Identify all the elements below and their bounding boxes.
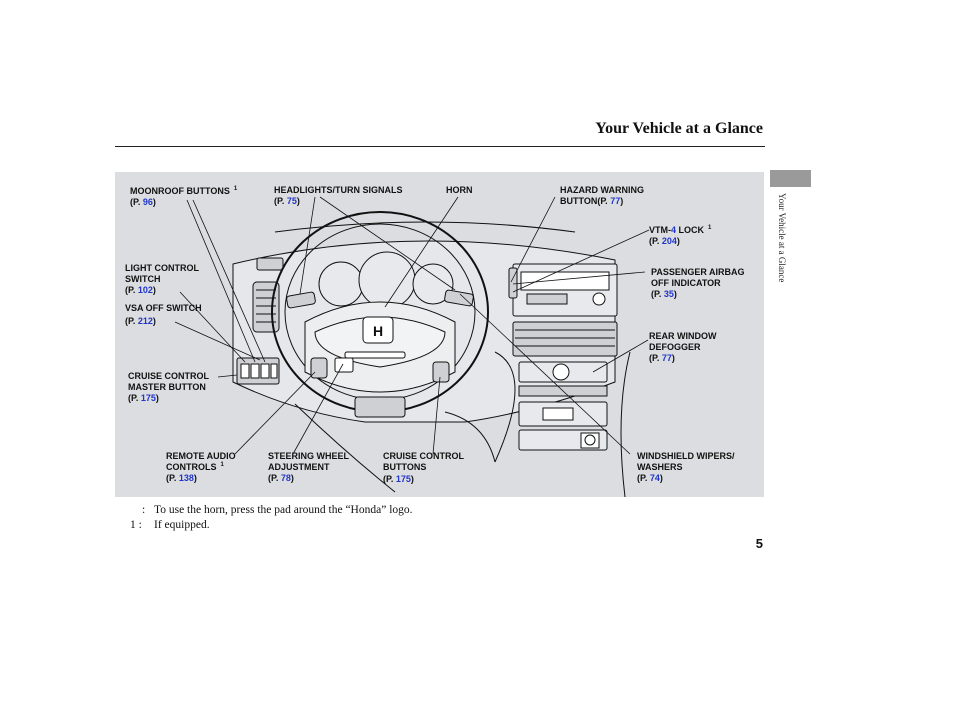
- title-divider: [115, 146, 765, 147]
- svg-text:H: H: [373, 323, 383, 339]
- callout-hazard-ref: BUTTON(P. 77): [560, 196, 624, 206]
- page-title: Your Vehicle at a Glance: [595, 120, 763, 137]
- callout-headlights-ref: (P. 75): [274, 196, 300, 206]
- callout-cruise-control-master: CRUISE CONTROL: [128, 371, 209, 381]
- callout-windshield-wipers: WINDSHIELD WIPERS/: [637, 451, 735, 461]
- callout-steering-adjust-line2: ADJUSTMENT: [268, 462, 330, 472]
- callout-rear-window-defogger: REAR WINDOW: [649, 331, 717, 341]
- callout-cruise-master-ref: (P. 175): [128, 393, 159, 403]
- page-link-steering-adjust[interactable]: 78: [280, 473, 291, 483]
- page-link-light-control[interactable]: 102: [137, 285, 153, 295]
- footnote-horn-text: To use the horn, press the pad around th…: [154, 504, 413, 516]
- page-link-hazard[interactable]: 77: [610, 196, 621, 206]
- page-number: 5: [755, 536, 763, 551]
- callout-remote-audio-ref: (P. 138): [166, 473, 197, 483]
- callout-steering-adjust-ref: (P. 78): [268, 473, 294, 483]
- callout-passenger-airbag: PASSENGER AIRBAG: [651, 267, 745, 277]
- page-link-headlights[interactable]: 75: [286, 196, 297, 206]
- callout-cruise-control-buttons: CRUISE CONTROL: [383, 451, 464, 461]
- callout-remote-audio-controls: REMOTE AUDIO: [166, 451, 236, 461]
- callout-passenger-airbag-ref: (P. 35): [651, 289, 677, 299]
- callout-cruise-buttons-ref: (P. 175): [383, 474, 414, 484]
- callout-light-control-line2: SWITCH: [125, 274, 161, 284]
- page-link-vsa-off[interactable]: 212: [137, 316, 153, 326]
- callout-cruise-buttons-line2: BUTTONS: [383, 462, 427, 472]
- callout-vsa-off-ref: (P. 212): [125, 316, 156, 326]
- callout-cruise-master-line2: MASTER BUTTON: [128, 382, 206, 392]
- callout-rear-defogger-line2: DEFOGGER: [649, 342, 701, 352]
- callout-light-control-ref: (P. 102): [125, 285, 156, 295]
- dashboard-illustration: H: [174, 196, 650, 497]
- section-tab-label: Your Vehicle at a Glance: [777, 193, 787, 283]
- page-link-remote-audio[interactable]: 138: [178, 473, 194, 483]
- callout-wipers-line2: WASHERS: [637, 462, 683, 472]
- callout-hazard-warning: HAZARD WARNING: [560, 185, 644, 195]
- callout-horn: HORN: [446, 185, 473, 195]
- page-link-wipers[interactable]: 74: [649, 473, 660, 483]
- callout-light-control-switch: LIGHT CONTROL: [125, 263, 199, 273]
- callout-moonroof-ref: (P. 96): [130, 197, 156, 207]
- callout-wipers-ref: (P. 74): [637, 473, 663, 483]
- page-link-rear-defogger[interactable]: 77: [661, 353, 672, 363]
- callout-rear-defogger-ref: (P. 77): [649, 353, 675, 363]
- page-link-passenger-airbag[interactable]: 35: [663, 289, 674, 299]
- callout-vsa-off-switch: VSA OFF SWITCH: [125, 303, 202, 313]
- footnote-equipped-marker: 1 :: [130, 519, 142, 531]
- page-link-vtm4[interactable]: 204: [661, 236, 677, 246]
- dashboard-illustration-panel: H: [115, 172, 764, 497]
- footnote-equipped-text: If equipped.: [154, 519, 210, 531]
- section-tab: [770, 170, 811, 187]
- callout-headlights-turn-signals: HEADLIGHTS/TURN SIGNALS: [274, 185, 403, 195]
- callout-passenger-airbag-line2: OFF INDICATOR: [651, 278, 721, 288]
- footnote-horn-marker: :: [142, 504, 146, 516]
- callout-steering-wheel-adjustment: STEERING WHEEL: [268, 451, 350, 461]
- page-link-cruise-master[interactable]: 175: [140, 393, 156, 403]
- callout-vtm4-ref: (P. 204): [649, 236, 680, 246]
- page-link-cruise-buttons[interactable]: 175: [395, 474, 411, 484]
- page-link-moonroof[interactable]: 96: [142, 197, 153, 207]
